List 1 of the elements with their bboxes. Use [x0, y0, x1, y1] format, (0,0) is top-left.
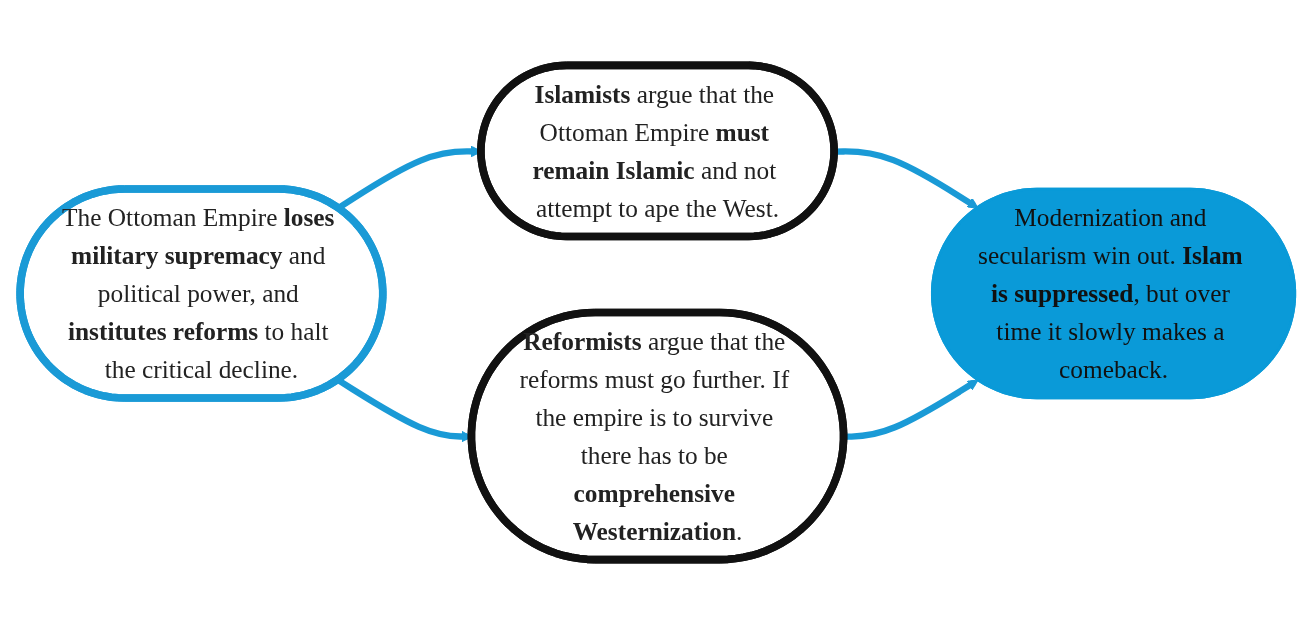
- arrow: [844, 379, 979, 440]
